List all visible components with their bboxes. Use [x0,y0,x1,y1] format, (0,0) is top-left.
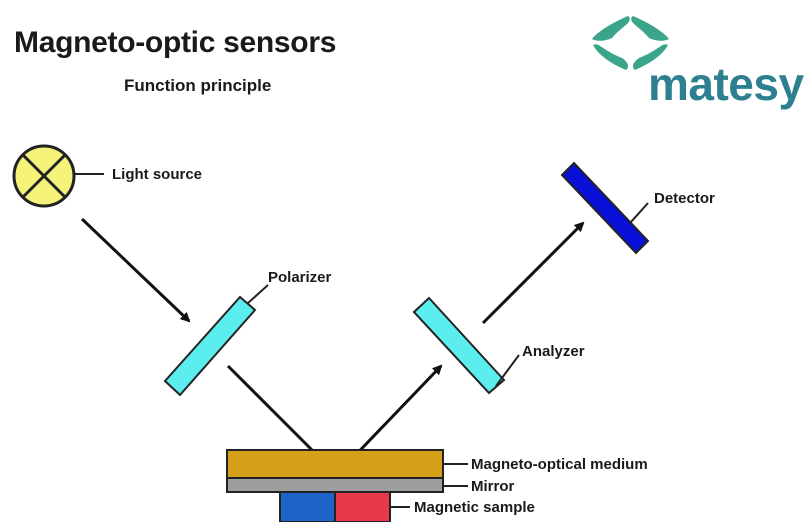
polarizer-label: Polarizer [268,269,332,286]
analyzed-beam-arrow [481,221,585,325]
page-title: Magneto-optic sensors [14,26,337,59]
detector-label: Detector [654,190,715,207]
mirror-layer [226,477,444,493]
polarizer-leader [247,284,269,304]
polarizer-plate [163,295,257,397]
incident-beam-arrow [80,217,191,323]
detector-leader [629,202,649,224]
light-source-label: Light source [112,166,202,183]
magnetic-sample-north-pole [279,491,336,522]
logo-mark-icon [592,16,669,70]
magneto-optical-medium-label: Magneto-optical medium [471,456,648,473]
light-source-icon [12,144,76,208]
page-subtitle: Function principle [124,76,272,95]
magnetic-sample-label: Magnetic sample [414,499,535,516]
logo-wordmark: matesy [648,58,804,110]
analyzer-label: Analyzer [522,343,585,360]
mirror-label: Mirror [471,478,515,495]
magneto-optical-medium-layer [226,449,444,479]
matesy-logo [592,16,669,70]
analyzer-leader [495,354,520,387]
analyzer-plate [412,296,506,395]
detector-plate [560,161,650,255]
magnetic-sample-south-pole [334,491,391,522]
